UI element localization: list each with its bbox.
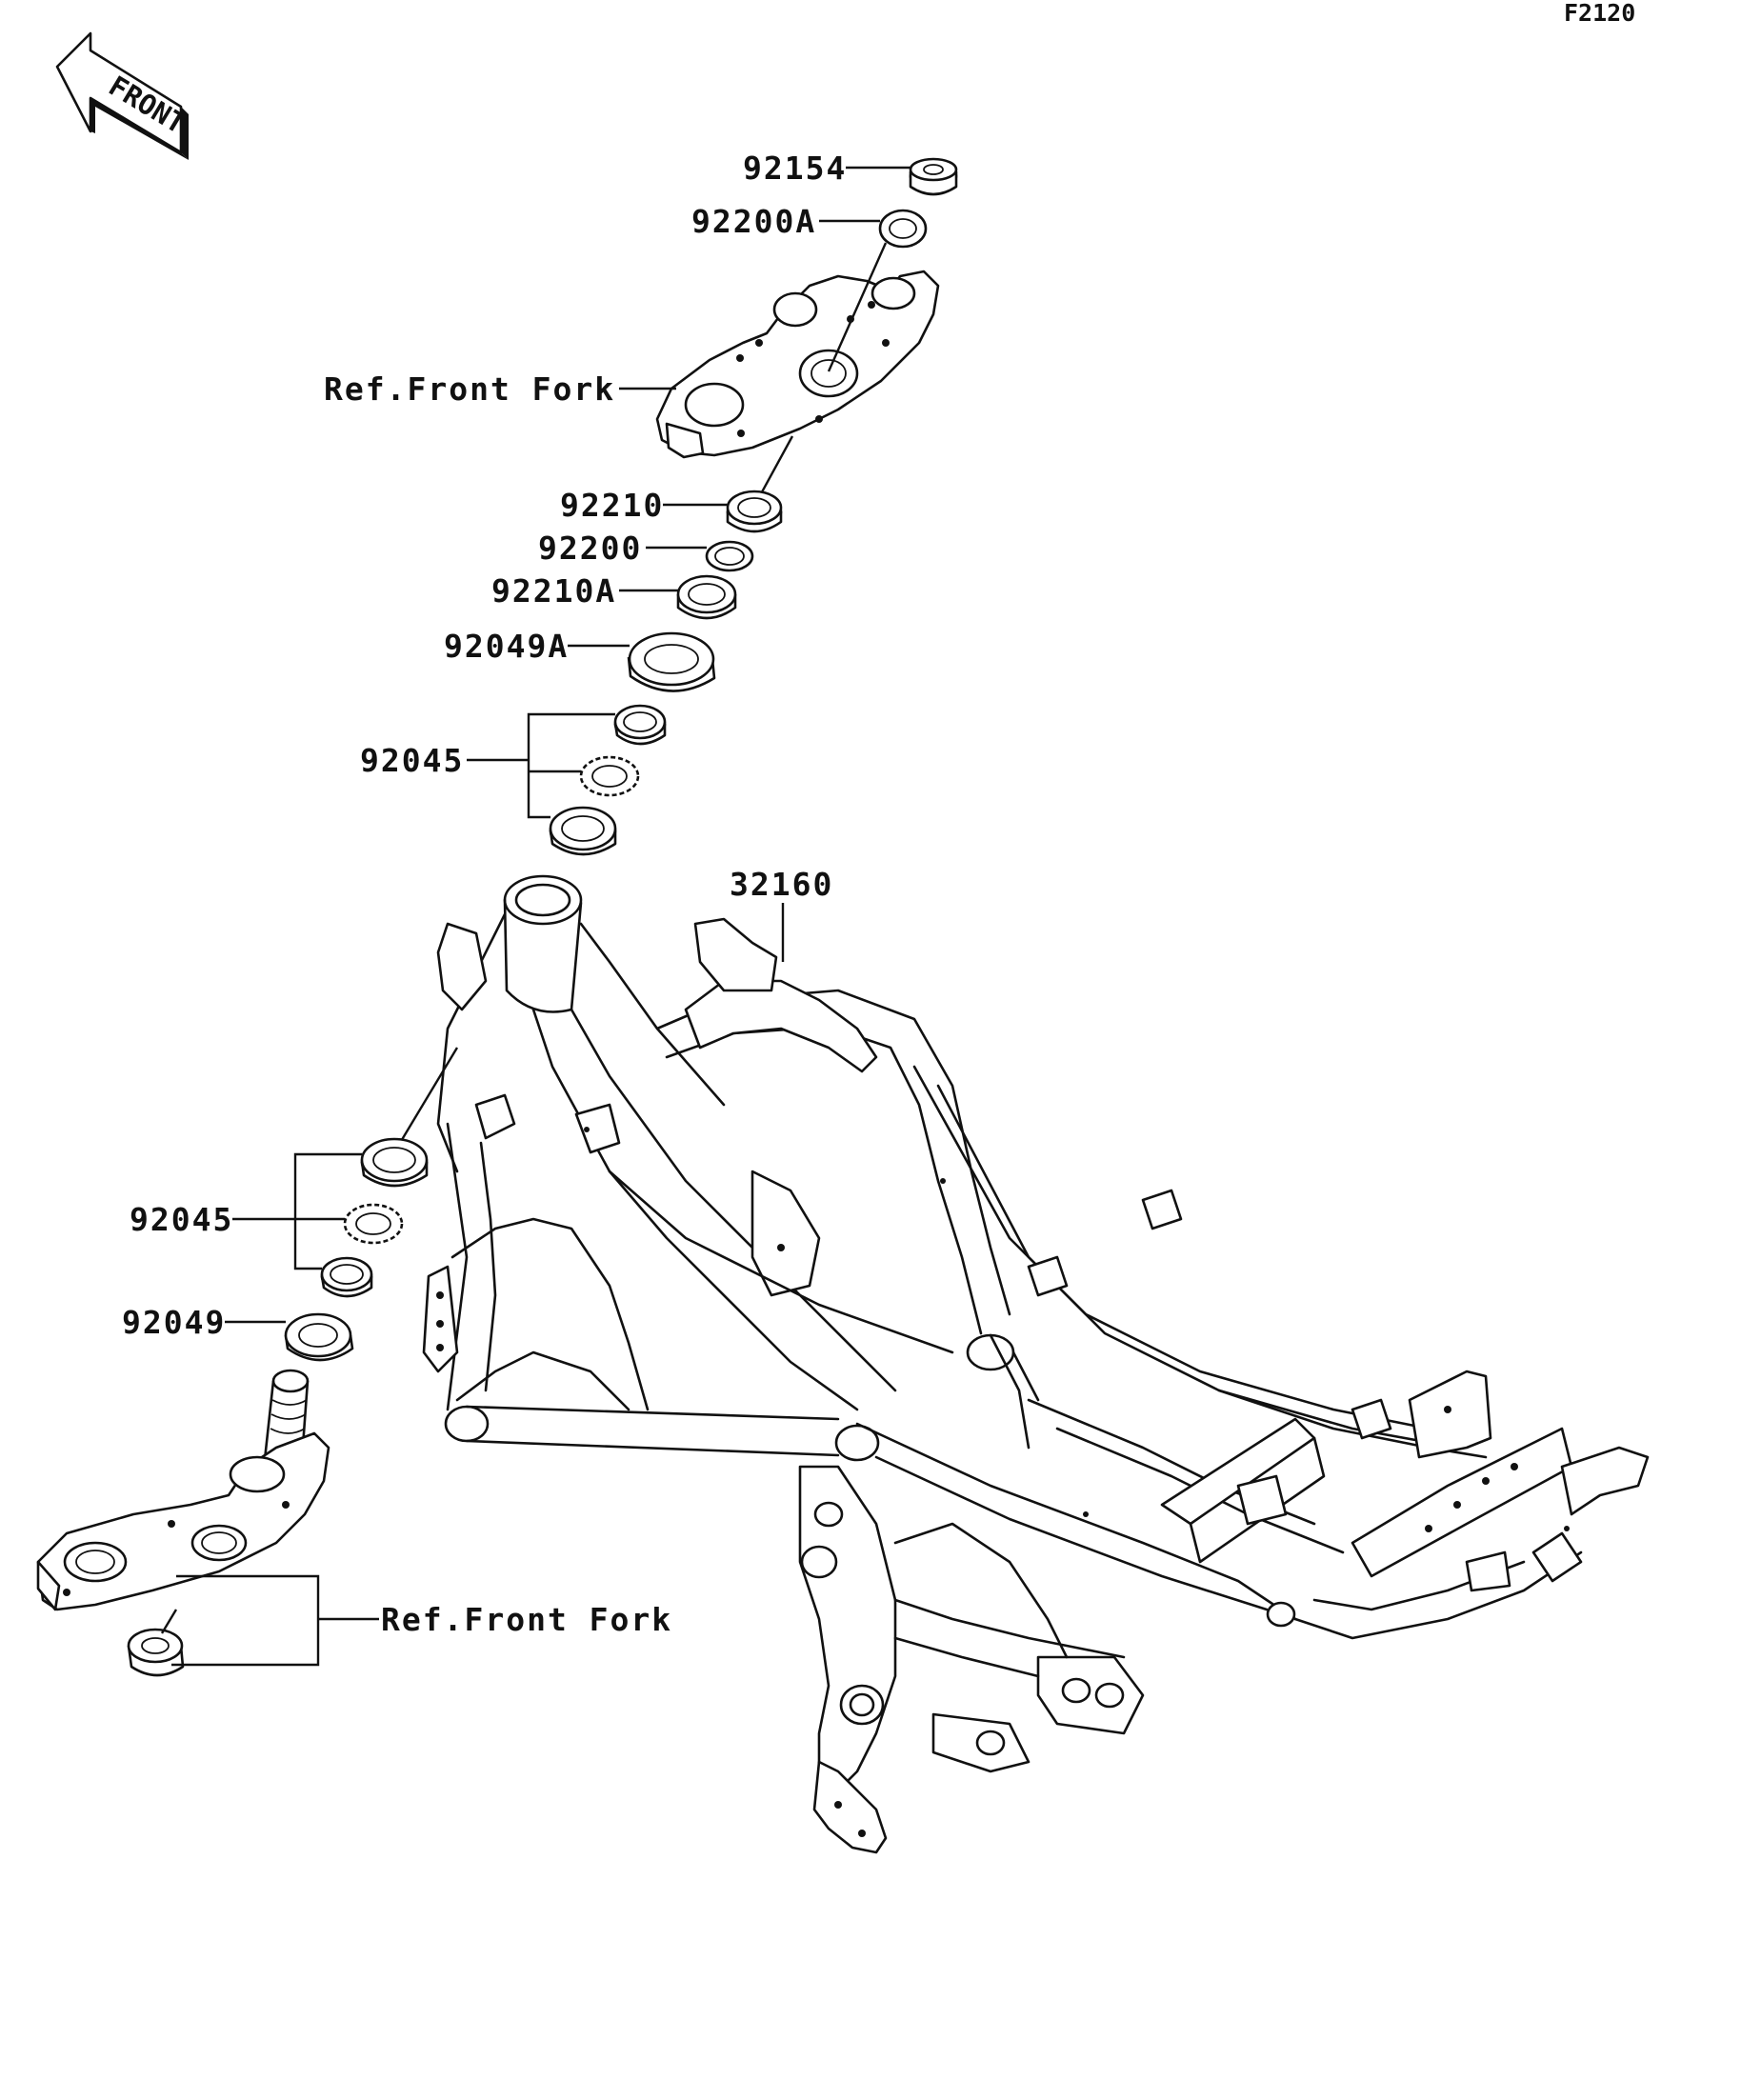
seal-92049 <box>284 1312 354 1362</box>
label-92049A: 92049A <box>444 628 569 665</box>
diagram-code: F2120 <box>1564 0 1635 27</box>
label-92049: 92049 <box>122 1304 226 1341</box>
washer-92200A <box>878 209 928 249</box>
label-92045-upper: 92045 <box>360 742 464 779</box>
label-92210: 92210 <box>560 487 664 524</box>
upper-triple-clamp <box>655 270 940 459</box>
label-ref-front-fork-lower: Ref.Front Fork <box>381 1601 672 1638</box>
front-direction-arrow: FRONT <box>55 31 191 160</box>
label-92200A: 92200A <box>691 203 816 240</box>
label-32160: 32160 <box>730 866 833 903</box>
cap-nut-92154 <box>909 157 958 196</box>
seal-92049A <box>627 631 716 692</box>
label-92045-lower: 92045 <box>130 1201 233 1238</box>
label-92154: 92154 <box>743 150 847 187</box>
lower-triple-clamp <box>36 1369 330 1611</box>
label-92200: 92200 <box>538 530 642 567</box>
stem-nut <box>127 1628 185 1677</box>
label-ref-front-fork-upper: Ref.Front Fork <box>324 370 615 408</box>
nut-92210A <box>676 574 737 620</box>
washer-92200 <box>705 540 754 572</box>
frame-32160 <box>422 874 1650 1854</box>
locknut-92210 <box>726 490 783 533</box>
bearing-92045-lower <box>320 1137 429 1298</box>
bearing-92045-upper <box>549 704 667 856</box>
label-92210A: 92210A <box>491 572 616 610</box>
